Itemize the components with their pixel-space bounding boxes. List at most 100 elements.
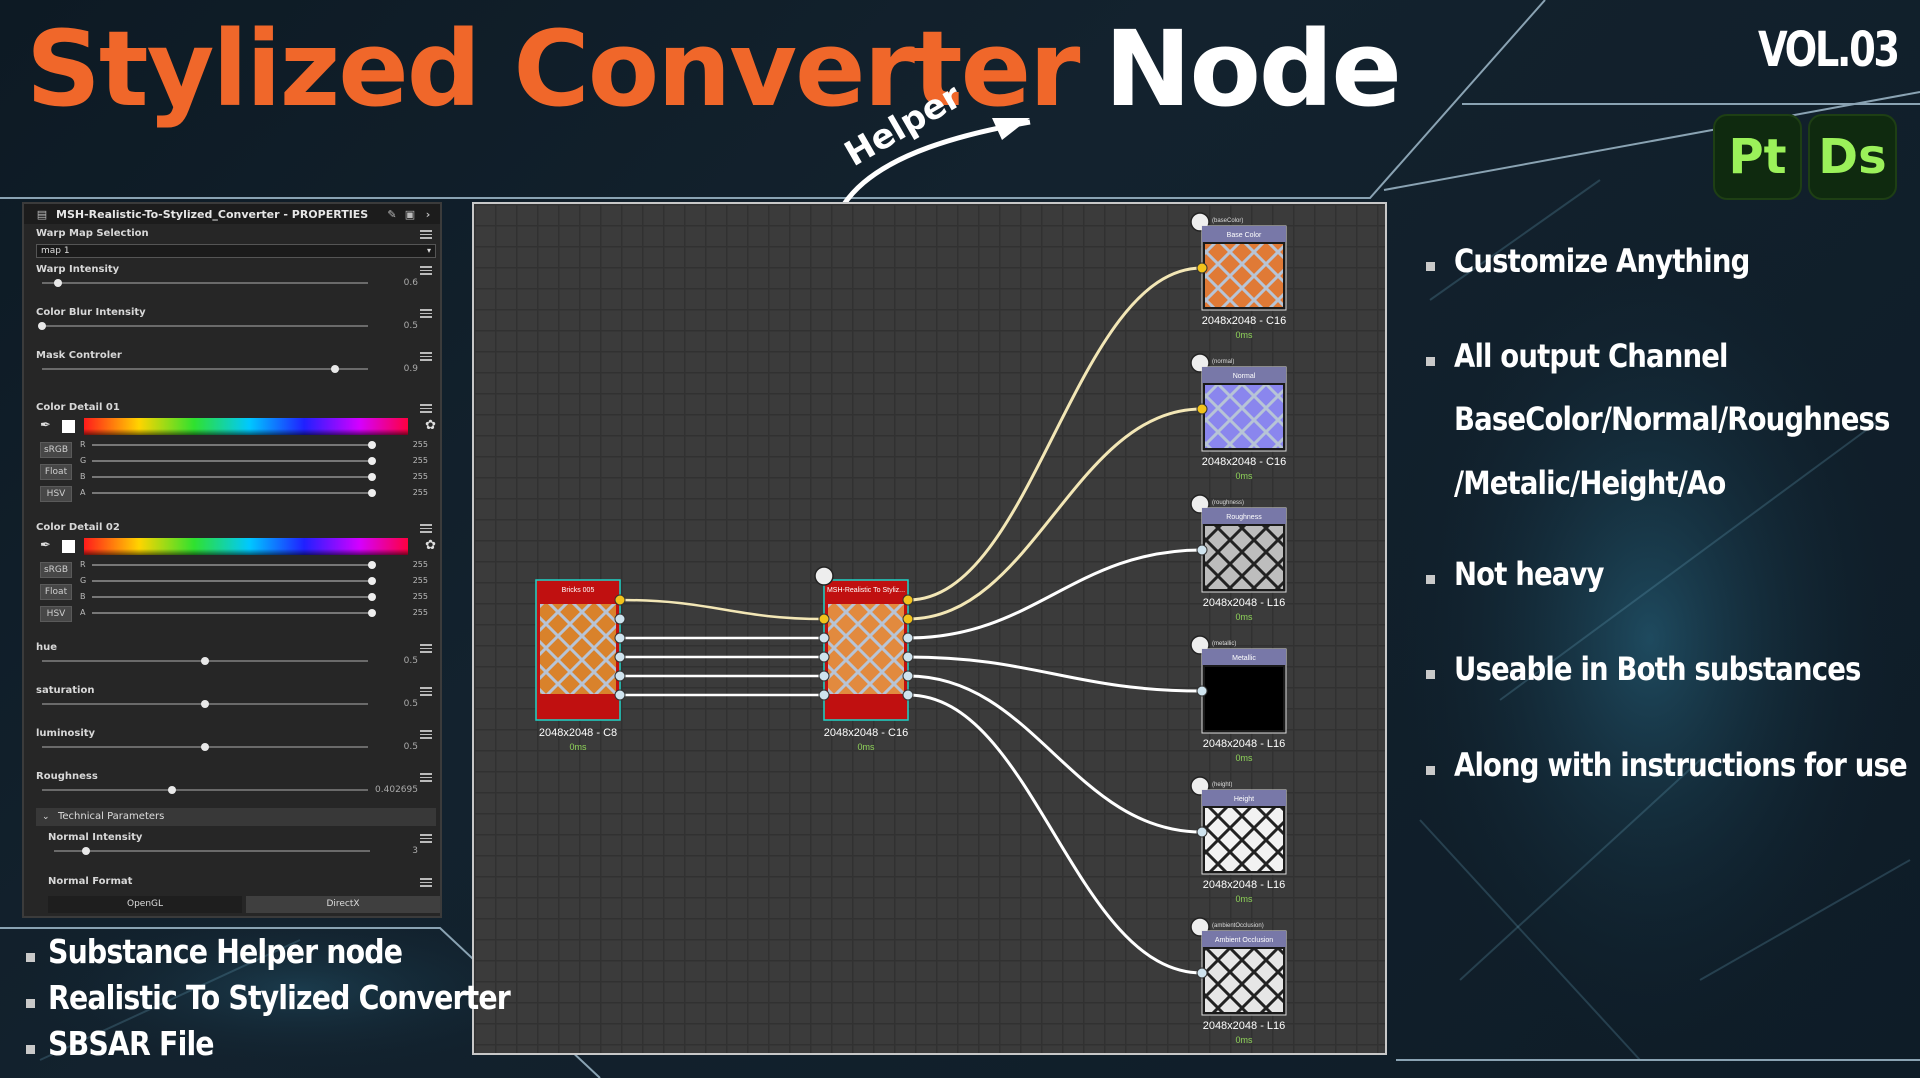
output-node-5[interactable]: (ambientOcclusion)Ambient Occlusion2048x… xyxy=(1190,917,1287,1045)
converter-output-port[interactable] xyxy=(902,613,914,625)
normal-intensity-knob[interactable] xyxy=(81,847,90,855)
channel-knob[interactable] xyxy=(368,577,376,585)
converter-input-port[interactable] xyxy=(818,651,830,663)
warp-map-select[interactable]: map 1 ▾ xyxy=(36,244,436,258)
output-port[interactable] xyxy=(1196,403,1208,415)
color-mode-2[interactable]: HSV xyxy=(40,486,72,502)
converter-output-port[interactable] xyxy=(902,670,914,682)
slider-track[interactable] xyxy=(42,368,368,370)
slider-track[interactable] xyxy=(42,789,368,791)
menu-icon[interactable] xyxy=(420,307,432,318)
slider-knob[interactable] xyxy=(38,322,46,330)
slider-track[interactable] xyxy=(42,325,368,327)
color-mode-1[interactable]: Float xyxy=(40,584,72,600)
converter-output-port[interactable] xyxy=(902,594,914,606)
technical-parameters-header[interactable]: ⌄ Technical Parameters xyxy=(36,808,436,826)
dock-icon[interactable]: ▣ xyxy=(404,207,416,221)
output-port[interactable] xyxy=(1196,544,1208,556)
color-mode-0[interactable]: sRGB xyxy=(40,562,72,578)
input-node-port[interactable] xyxy=(614,594,626,606)
normal-format-label: Normal Format xyxy=(48,876,133,887)
color-spectrum[interactable] xyxy=(84,538,408,555)
output-tag: (normal) xyxy=(1212,359,1234,365)
color-mode-0[interactable]: sRGB xyxy=(40,442,72,458)
converter-input-port[interactable] xyxy=(818,632,830,644)
palette-icon[interactable]: ✿ xyxy=(425,538,436,553)
menu-icon[interactable] xyxy=(420,402,432,413)
output-port[interactable] xyxy=(1196,262,1208,274)
converter-input-port[interactable] xyxy=(818,670,830,682)
menu-icon[interactable] xyxy=(420,522,432,533)
output-port[interactable] xyxy=(1196,826,1208,838)
eyedropper-icon[interactable]: ✒ xyxy=(40,418,51,433)
slider-track[interactable] xyxy=(42,282,368,284)
channel-track[interactable] xyxy=(92,460,372,462)
channel-track[interactable] xyxy=(92,564,372,566)
color-spectrum[interactable] xyxy=(84,418,408,435)
color-mode-2[interactable]: HSV xyxy=(40,606,72,622)
slider-knob[interactable] xyxy=(201,657,209,665)
output-port[interactable] xyxy=(1196,967,1208,979)
input-node-port[interactable] xyxy=(614,613,626,625)
menu-icon[interactable] xyxy=(420,771,432,782)
output-time: 0ms xyxy=(1235,753,1253,763)
normal-intensity-track[interactable] xyxy=(54,850,370,852)
menu-icon[interactable] xyxy=(420,350,432,361)
channel-knob[interactable] xyxy=(368,561,376,569)
menu-icon[interactable] xyxy=(420,264,432,275)
slider-knob[interactable] xyxy=(331,365,340,373)
color-swatch[interactable] xyxy=(62,420,75,433)
channel-track[interactable] xyxy=(92,492,372,494)
channel-track[interactable] xyxy=(92,580,372,582)
slider-knob[interactable] xyxy=(54,279,63,287)
input-node-port[interactable] xyxy=(614,632,626,644)
menu-icon[interactable] xyxy=(420,832,432,843)
menu-icon[interactable] xyxy=(420,642,432,653)
close-icon[interactable]: › xyxy=(425,207,431,221)
converter-output-port[interactable] xyxy=(902,651,914,663)
channel-track[interactable] xyxy=(92,596,372,598)
converter-input-port[interactable] xyxy=(818,689,830,701)
slider-knob[interactable] xyxy=(201,700,209,708)
converter-output-port[interactable] xyxy=(902,632,914,644)
menu-icon[interactable] xyxy=(420,728,432,739)
eyedropper-icon[interactable]: ✒ xyxy=(40,538,51,553)
converter-input-port[interactable] xyxy=(818,613,830,625)
palette-icon[interactable]: ✿ xyxy=(425,418,436,433)
channel-track[interactable] xyxy=(92,444,372,446)
menu-icon[interactable] xyxy=(420,876,432,887)
slider-knob[interactable] xyxy=(201,743,209,751)
channel-knob[interactable] xyxy=(368,593,376,601)
opengl-button[interactable]: OpenGL xyxy=(48,896,242,913)
output-thumbnail-pattern xyxy=(1205,808,1283,871)
pin-icon[interactable]: ✎ xyxy=(387,207,397,221)
channel-knob[interactable] xyxy=(368,457,376,465)
color-swatch[interactable] xyxy=(62,540,75,553)
color-mode-1[interactable]: Float xyxy=(40,464,72,480)
channel-knob[interactable] xyxy=(368,489,376,497)
input-node-port[interactable] xyxy=(614,670,626,682)
channel-track[interactable] xyxy=(92,476,372,478)
converter-output-port[interactable] xyxy=(902,689,914,701)
channel-track[interactable] xyxy=(92,612,372,614)
output-port[interactable] xyxy=(1196,685,1208,697)
menu-icon[interactable] xyxy=(420,228,432,239)
menu-icon[interactable] xyxy=(420,685,432,696)
channel-knob[interactable] xyxy=(368,473,376,481)
properties-header: ▤ MSH-Realistic-To-Stylized_Converter - … xyxy=(24,204,440,224)
channel-knob[interactable] xyxy=(368,441,376,449)
input-node-port[interactable] xyxy=(614,651,626,663)
color-picker-row: ✒ ✿ xyxy=(36,536,436,556)
channel-knob[interactable] xyxy=(368,609,376,617)
slider-knob[interactable] xyxy=(168,786,177,794)
directx-button[interactable]: DirectX xyxy=(246,896,440,913)
slider-value: 0.5 xyxy=(403,742,418,752)
input-node-port[interactable] xyxy=(614,689,626,701)
